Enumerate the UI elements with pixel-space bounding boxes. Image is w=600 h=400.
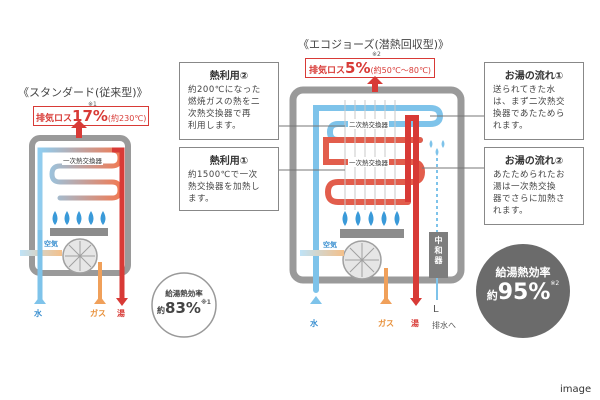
heat-use-1-line: ます。 [188,194,215,204]
eco-air-flow [300,250,344,256]
eco-neutralizer-label: 中和器 [434,236,443,265]
eco-efficiency: 給湯熱効率 約95%※2 [478,264,568,305]
hot-water-flow-2-title: お湯の流れ② [504,156,564,167]
standard-gas-label: ガス [90,309,106,318]
eco-air-label: 空気 [323,241,337,249]
hot-water-flow-2-line: あたためられたお [493,170,566,180]
heat-use-2-line: 燃焼ガスの熱を二 [188,97,261,107]
eco-burner [340,229,404,238]
eco-gas-label: ガス [378,319,394,328]
eco-hx1-label: 一次熱交換器 [348,157,389,167]
hot-water-flow-1-line: 送られてきた水 [493,85,556,95]
eco-exhaust-loss: 排気ロス5%(約50℃〜80℃) [305,58,436,78]
standard-air-label: 空気 [44,240,58,248]
callout-lines [278,115,486,171]
eco-unit [289,76,465,306]
heat-use-1-line: 熱交換器を加熱し [188,182,261,192]
standard-hot-pipe [112,147,125,300]
standard-efficiency-circle [151,272,217,338]
standard-efficiency-prefix: 約 [157,306,166,315]
eco-efficiency-label: 給湯熱効率 [495,266,551,279]
hot-water-flow-1-line: 換器であたためら [493,109,565,119]
eco-note-mark: ※2 [372,51,381,58]
standard-exhaust-loss: 排気ロス17%(約230℃) [33,106,150,126]
hot-water-flow-1-box: お湯の流れ① 送られてきた水 は、まず二次熱交 換器であたためら れます。 [484,62,584,140]
eco-hot-label: 湯 [411,319,419,328]
eco-secondary-exchanger-pipe [313,105,444,293]
hot-water-flow-1-title: お湯の流れ① [504,71,564,82]
eco-exhaust-arrow [367,76,383,92]
eco-efficiency-prefix: 約 [486,289,498,302]
standard-burner [50,228,108,236]
hot-water-flow-2-line: 湯は一次熱交換 [493,182,557,192]
heat-use-1-title: 熱利用① [209,156,249,167]
eco-neutralizer [429,232,448,278]
standard-unit [20,120,131,306]
heat-use-1-box: 熱利用① 約1500℃で一次 熱交換器を加熱し ます。 [179,147,279,211]
eco-efficiency-note: ※2 [550,280,560,287]
standard-efficiency-label: 給湯熱効率 [165,289,203,298]
standard-water-label: 水 [34,309,42,318]
eco-efficiency-circle [476,244,570,338]
eco-title: 《エコジョーズ(潜熱回収型)》 [298,38,450,51]
eco-drain-mark: L [433,304,439,315]
standard-exhaust-arrow [71,120,87,138]
standard-efficiency-value: 83% [165,299,201,317]
hot-water-flow-1-line: は、まず二次熱交 [493,97,566,107]
heat-use-2-line: 利用します。 [188,121,242,131]
heat-use-2-line: 次熱交換器で再 [188,109,252,119]
heat-use-2-box: 熱利用② 約200℃になった 燃焼ガスの熱を二 次熱交換器で再 利用します。 [179,62,279,140]
image-watermark: image [560,384,592,395]
standard-flames [52,211,106,225]
heat-use-2-line: 約200℃になった [188,85,261,95]
heat-use-1-line: 約1500℃で一次 [188,170,258,180]
hot-water-flow-2-line: 器でさらに加熱さ [493,194,566,204]
eco-water-label: 水 [310,319,318,328]
eco-drain-label: 排水へ [432,321,456,330]
hot-water-flow-2-line: れます。 [493,206,529,216]
heat-use-2-title: 熱利用② [209,71,249,82]
eco-hot-pipe [405,115,419,300]
eco-efficiency-value: 95% [497,280,551,305]
standard-hot-label: 湯 [117,309,125,318]
standard-title: 《スタンダード(従来型)》 [18,86,148,99]
standard-hx-label: 一次熱交換器 [62,155,103,165]
eco-hx2-label: 二次熱交換器 [348,119,389,129]
hot-water-flow-1-line: れます。 [493,121,529,131]
standard-note-mark: ※1 [88,101,97,108]
standard-efficiency: 給湯熱効率 約83%※1 [152,288,216,317]
eco-condensate-drops [429,140,445,156]
hot-water-flow-2-box: お湯の流れ② あたためられたお 湯は一次熱交換 器でさらに加熱さ れます。 [484,147,584,225]
eco-flames [342,211,400,226]
standard-efficiency-note: ※1 [200,299,211,306]
